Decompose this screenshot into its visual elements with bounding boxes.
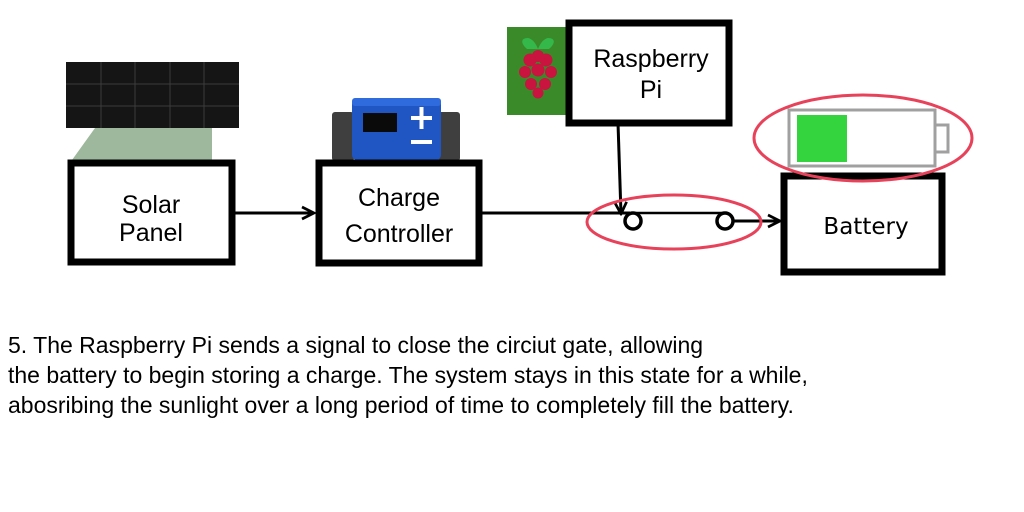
- solar-panel-label-line2: Panel: [119, 219, 183, 247]
- solar-panel-icon: [66, 62, 239, 160]
- switch-contact-left: [623, 211, 643, 231]
- raspberry-pi-label-line1: Raspberry: [593, 45, 709, 73]
- circuit-diagram: Solar Panel Charge Controller: [66, 19, 974, 276]
- battery-label: Battery: [823, 214, 908, 240]
- switch-highlight: [585, 193, 763, 251]
- solar-panel-node: Solar Panel: [67, 159, 236, 266]
- charge-controller-label-line2: Controller: [345, 220, 453, 248]
- charge-controller-label-line1: Charge: [358, 184, 440, 212]
- caption-line-3: abosribing the sunlight over a long peri…: [8, 392, 794, 418]
- caption-line-2: the battery to begin storing a charge. T…: [8, 362, 808, 388]
- raspberry-pi-logo-icon: [507, 27, 570, 115]
- solar-panel-label-line1: Solar: [122, 191, 180, 219]
- charge-controller-icon: [332, 98, 460, 161]
- battery-level-icon: [787, 108, 950, 168]
- wire-pi-signal: [618, 122, 621, 214]
- step-caption: 5. The Raspberry Pi sends a signal to cl…: [8, 330, 1022, 420]
- caption-line-1: 5. The Raspberry Pi sends a signal to cl…: [8, 332, 704, 358]
- switch-contact-right: [715, 211, 735, 231]
- raspberry-pi-node: Raspberry Pi: [565, 19, 733, 127]
- raspberry-pi-label-line2: Pi: [640, 76, 662, 104]
- charge-controller-node: Charge Controller: [315, 159, 483, 267]
- battery-node: Battery: [780, 172, 946, 276]
- battery-highlight: [752, 93, 974, 183]
